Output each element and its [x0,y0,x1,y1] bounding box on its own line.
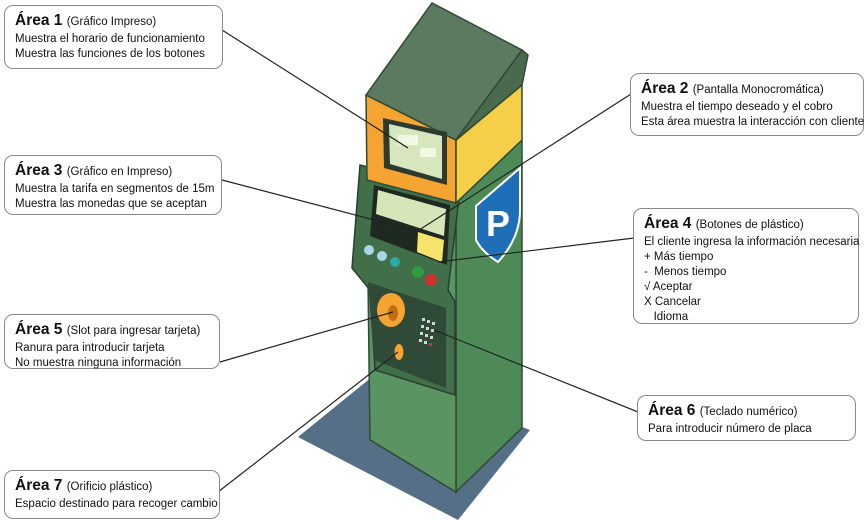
callout-area4-line: El cliente ingresa la información necesa… [644,236,860,248]
leader-line-area7 [217,351,399,493]
callout-area7: Área 7 (Orificio plástico) Espacio desti… [4,470,220,519]
callout-area4-line: Idioma [644,311,689,323]
button-light-blue [377,251,387,261]
coin-return [394,344,404,360]
callout-area4-line: - Menos tiempo [644,266,727,278]
leader-line-area3 [221,179,406,229]
leader-line-area5 [219,311,394,363]
button-green [412,266,424,278]
button-red [425,274,437,286]
monochrome-screen [417,232,444,262]
leader-line-area2 [415,93,632,233]
callout-area3-line: Muestra la tarifa en segmentos de 15m [15,183,215,195]
leader-line-area6 [433,329,639,413]
callout-area6: Área 6 (Teclado numérico) Para introduci… [637,395,856,441]
callout-area5: Área 5 (Slot para ingresar tarjeta) Ranu… [4,314,220,369]
meter-roof-side [455,48,529,141]
callout-area7-title: Área 7 (Orificio plástico) [15,477,153,494]
callout-area1-title: Área 1 (Gráfico Impreso) [15,12,157,29]
printed-graphic-block [420,148,436,157]
callout-area5-line: No muestra ninguna información [15,357,182,369]
callout-area5-title: Área 5 (Slot para ingresar tarjeta) [15,321,201,338]
callout-area3: Área 3 (Gráfico en Impreso) Muestra la t… [4,155,222,215]
callout-area4-title: Área 4 (Botones de plástico) [644,215,804,232]
callout-area3-line: Muestra las monedas que se aceptan [15,198,207,210]
callout-area4: Área 4 (Botones de plástico) El cliente … [633,208,859,324]
leader-lines [217,29,639,493]
printed-graphic-block [398,135,418,145]
leader-line-area4 [437,237,635,263]
numeric-keypad [419,318,435,346]
callout-area6-line: Para introducir número de placa [648,423,812,435]
callout-area4-line: X Cancelar [644,296,701,308]
callout-area6-title: Área 6 (Teclado numérico) [648,402,798,419]
callout-area2: Área 2 (Pantalla Monocromática) Muestra … [630,73,864,136]
card-slot-opening [388,305,398,321]
callout-area1-line: Muestra el horario de funcionamiento [15,33,205,45]
callout-area1: Área 1 (Gráfico Impreso) Muestra el hora… [4,5,223,69]
leader-line-area1 [221,29,409,149]
callout-area2-line: Esta área muestra la interacción con cli… [641,116,865,128]
callout-area4-line: √ Aceptar [644,281,693,293]
button-light-blue [364,245,374,255]
parking-sign-shield [475,165,521,264]
parking-sign-letter: P [486,203,510,244]
callout-area7-line: Espacio destinado para recoger cambio [15,498,218,510]
callout-area1-line: Muestra las funciones de los botones [15,48,205,60]
callout-area4-line: + Más tiempo [644,251,714,263]
callout-area2-title: Área 2 (Pantalla Monocromática) [641,80,824,97]
button-teal [390,257,400,267]
callout-area2-line: Muestra el tiempo deseado y el cobro [641,101,833,113]
callout-area3-title: Área 3 (Gráfico en Impreso) [15,162,173,179]
callout-area5-line: Ranura para introducir tarjeta [15,342,165,354]
